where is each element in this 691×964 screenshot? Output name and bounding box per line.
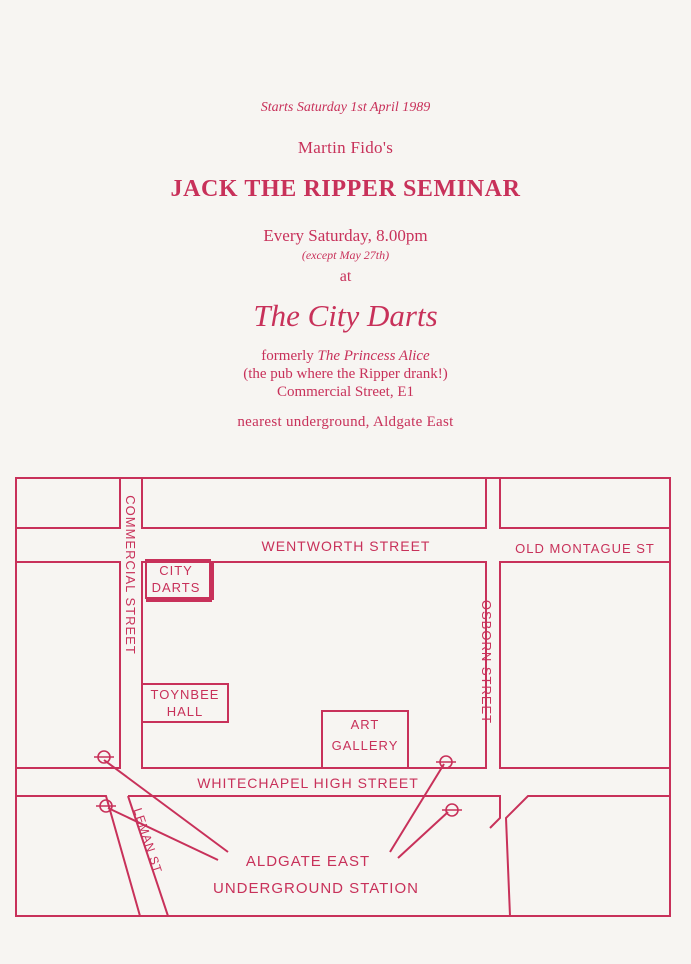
formerly-prefix: formerly: [261, 348, 314, 364]
underground-icon: [442, 803, 462, 817]
at-word: at: [339, 268, 352, 285]
commercial-street-label: COMMERCIAL STREET: [123, 495, 138, 655]
toynbee-hall-building: [142, 683, 229, 723]
venue-address: Commercial Street, E1: [276, 384, 415, 400]
former-name: formerly The Princess Alice: [0, 348, 691, 365]
block-top-right: [499, 478, 670, 529]
station-label-1: ALDGATE EAST: [246, 853, 370, 870]
leman-street-edge: [127, 795, 169, 917]
venue-name: The City Darts: [253, 298, 438, 333]
schedule-time: Every Saturday, 8.00pm: [263, 226, 428, 245]
block-top-middle: [141, 478, 487, 529]
art-gallery-label-2: GALLERY: [332, 738, 399, 753]
pointer-line-2: [107, 807, 219, 861]
map-border: [15, 477, 671, 917]
toynbee-hall-label-1: TOYNBEE: [151, 687, 220, 702]
pointer-line-3: [389, 763, 445, 853]
block-lower-left: [16, 795, 141, 917]
block-lower-middle: [128, 795, 501, 829]
pointer-line-4: [397, 811, 449, 859]
underground-icon: [436, 755, 456, 769]
presenter-name: Martin Fido's: [297, 138, 394, 157]
block-lower-right: [504, 795, 670, 917]
block-central: [141, 561, 487, 769]
nearest-underground: nearest underground, Aldgate East: [237, 414, 454, 430]
art-gallery-building: [321, 710, 409, 768]
leman-street-label: LEMAN ST: [131, 806, 165, 875]
schedule-exception: (except May 27th): [301, 248, 390, 262]
station-label-2: UNDERGROUND STATION: [213, 880, 419, 897]
underground-icon: [96, 799, 116, 813]
start-date: Starts Saturday 1st April 1989: [260, 100, 431, 115]
pointer-line-1: [103, 759, 229, 853]
toynbee-hall-label-2: HALL: [167, 704, 204, 719]
pub-note: (the pub where the Ripper drank!): [243, 366, 448, 382]
wentworth-street-label: WENTWORTH STREET: [262, 538, 431, 554]
formerly-pub-name: The Princess Alice: [317, 348, 430, 364]
seminar-title: JACK THE RIPPER SEMINAR: [170, 176, 521, 202]
osborn-street-label: OSBORN STREET: [479, 600, 494, 724]
city-darts-label-2: DARTS: [152, 580, 201, 595]
old-montague-street-label: OLD MONTAGUE ST: [515, 541, 655, 556]
block-left: [16, 561, 121, 769]
underground-icon: [94, 750, 114, 764]
whitechapel-high-street-label: WHITECHAPEL HIGH STREET: [197, 775, 419, 791]
block-top-left: [16, 478, 121, 529]
art-gallery-label-1: ART: [351, 717, 380, 732]
city-darts-label-1: CITY: [159, 563, 193, 578]
block-right: [499, 561, 670, 769]
